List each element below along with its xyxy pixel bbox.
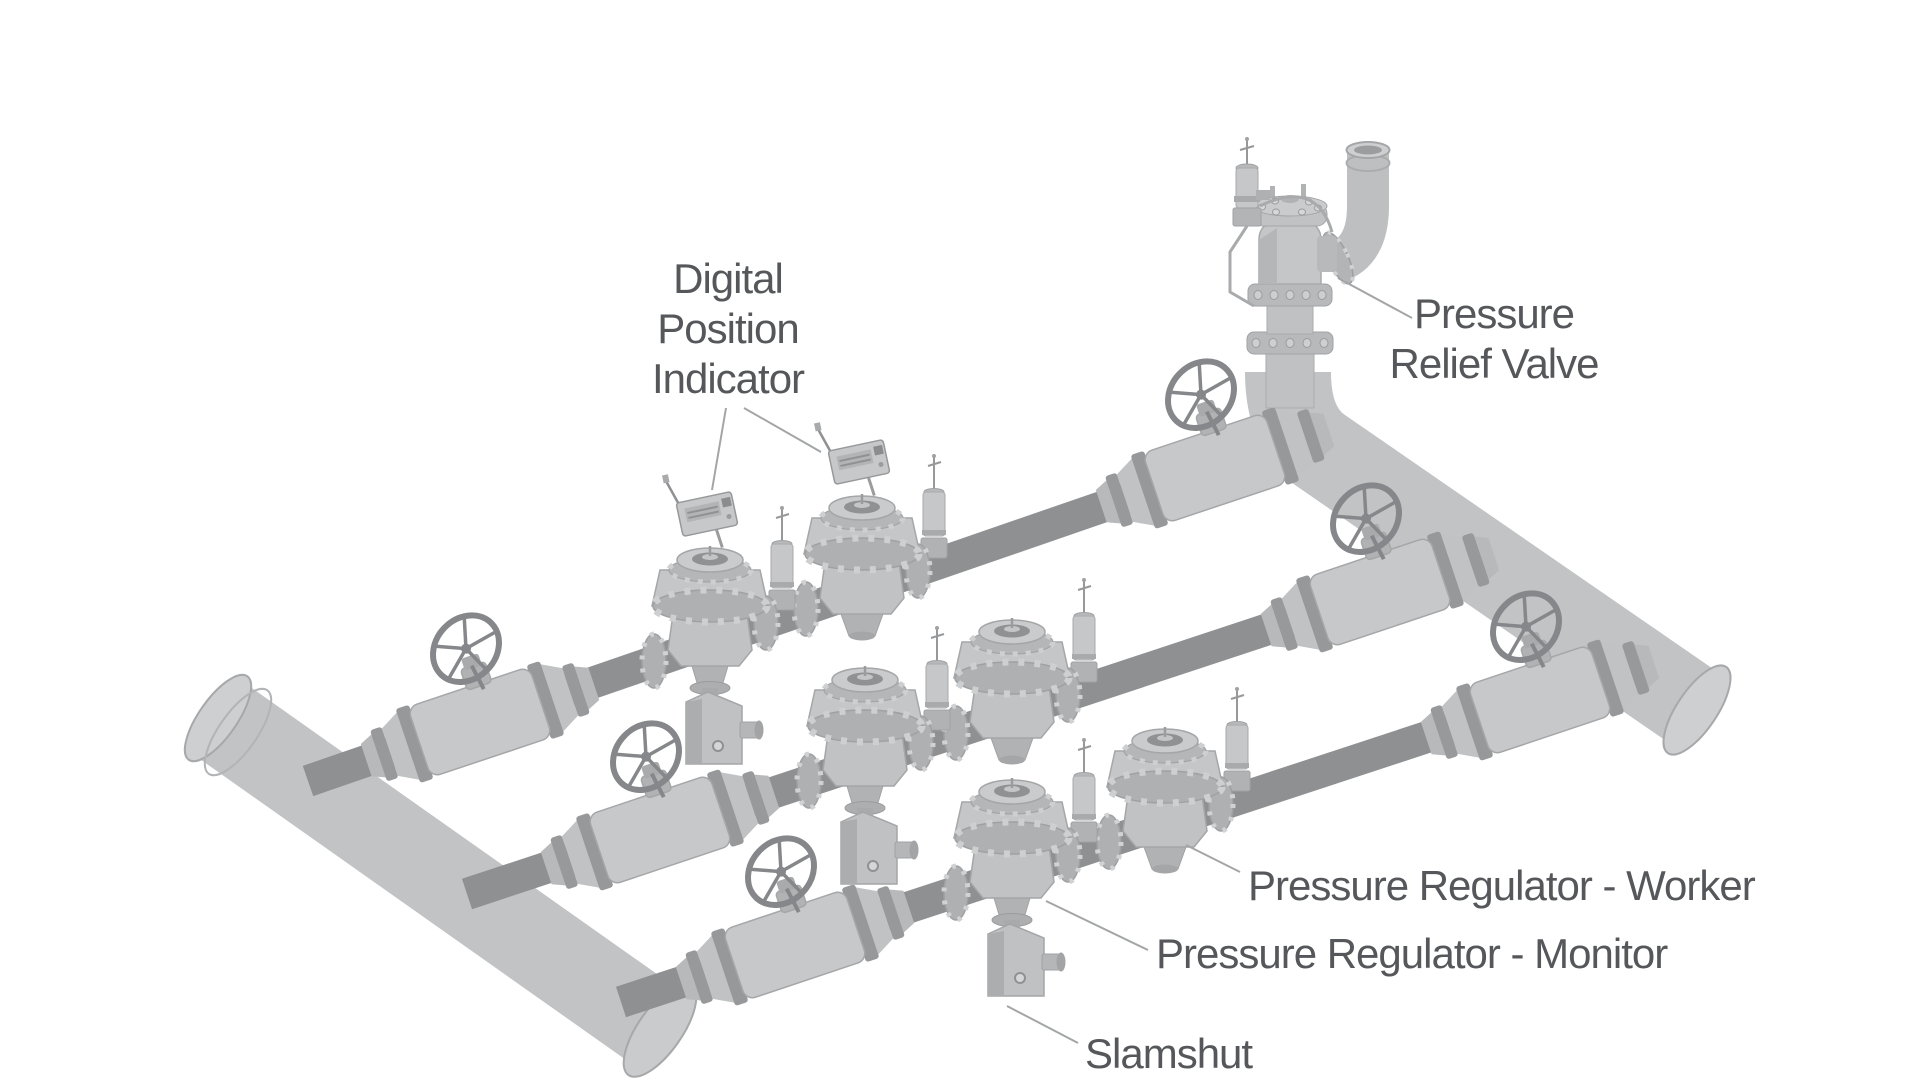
leader-dpi-1 — [711, 407, 727, 491]
label-slamshut: Slamshut — [1085, 1030, 1253, 1077]
label-pressure-regulator-worker: Pressure Regulator - Worker — [1248, 862, 1756, 909]
pressure-regulator-monitor-run3 — [944, 737, 1098, 997]
leader-worker — [1185, 844, 1241, 873]
label-line: Indicator — [652, 355, 805, 402]
label-line: Pressure — [1414, 290, 1574, 337]
ball-valve-run1-inlet — [329, 573, 606, 797]
relief-discharge-elbow-pipe — [1321, 141, 1391, 286]
digital-position-indicator-2 — [812, 408, 896, 507]
label-line: Relief Valve — [1390, 340, 1599, 387]
leader-lines — [711, 277, 1413, 1044]
leader-slamshut — [1006, 1005, 1079, 1044]
relief-valve-body — [1252, 184, 1337, 285]
pilot-icon — [920, 453, 948, 559]
slamshut-valve-run1 — [685, 691, 765, 765]
label-pressure-regulator-monitor: Pressure Regulator - Monitor — [1156, 930, 1668, 977]
label-line: Digital — [673, 255, 783, 302]
digital-position-indicator-1 — [660, 460, 744, 559]
leader-monitor — [1045, 900, 1149, 951]
label-line: Position — [657, 305, 798, 352]
relief-riser-spool — [1246, 283, 1334, 409]
pilot-icon — [1070, 737, 1098, 843]
callout-labels: Digital Position Indicator Pressure Reli… — [652, 255, 1757, 1077]
pressure-relief-valve — [1228, 137, 1391, 409]
pressure-regulator-worker-run3 — [1097, 686, 1251, 874]
inlet-header-pipe — [183, 673, 698, 1078]
pilot-icon — [1223, 686, 1251, 792]
pressure-regulator-worker-run2 — [944, 577, 1098, 765]
leader-relief-valve — [1337, 277, 1413, 319]
relief-pilot — [1228, 137, 1334, 308]
pilot-icon — [768, 505, 796, 611]
leader-dpi-2 — [743, 407, 822, 453]
pressure-regulator-monitor-run2 — [797, 625, 951, 885]
pilot-icon — [923, 625, 951, 731]
label-digital-position-indicator: Digital Position Indicator — [652, 255, 806, 402]
slamshut-valve-run2 — [840, 811, 920, 885]
slamshut-valve-run3 — [987, 923, 1067, 997]
label-pressure-relief-valve: Pressure Relief Valve — [1390, 290, 1600, 387]
pilot-icon — [1070, 577, 1098, 683]
